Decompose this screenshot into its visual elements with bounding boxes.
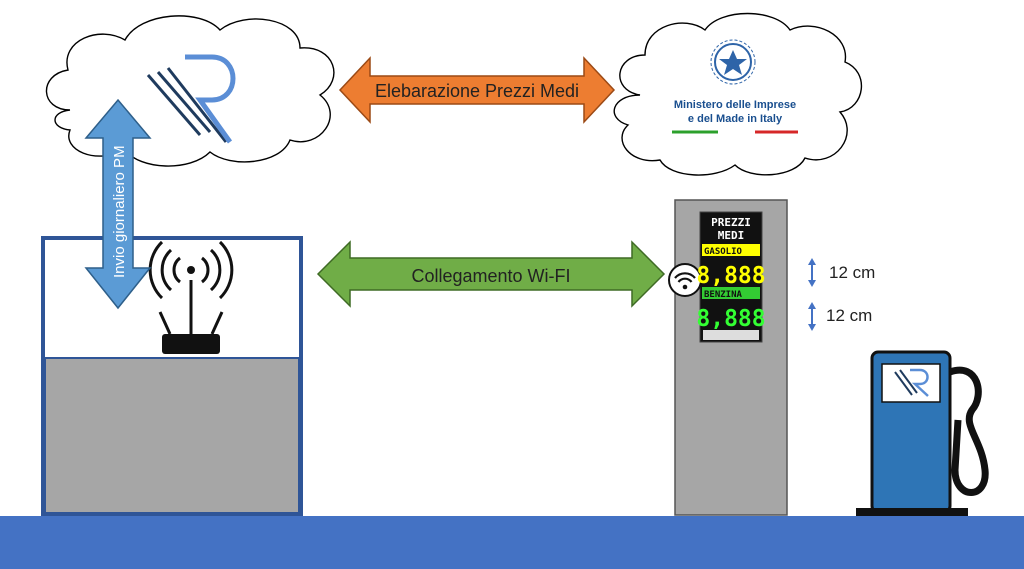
ground-bar [0, 516, 1024, 569]
ministry-emblem-icon [710, 39, 756, 85]
cloud-left-icon [45, 15, 335, 167]
totem-display-panel [699, 211, 763, 343]
fuel2-label: BENZINA [704, 290, 743, 300]
benzina-label-bg [702, 287, 760, 299]
logo-r-icon [146, 54, 236, 144]
top-arrow-label: Elebarazione Prezzi Medi [375, 81, 579, 101]
cloud-right-icon [613, 12, 862, 176]
fuel1-value: 8,888 [696, 263, 765, 289]
gasolio-label-bg [702, 244, 760, 256]
dimension-label-1: 12 cm [829, 263, 876, 282]
fuel1-label: GASOLIO [704, 247, 743, 257]
vertical-arrow-label: Invio giornaliero PM [111, 145, 128, 278]
wifi-icon [668, 263, 702, 297]
dimension-arrow-2-icon [808, 302, 816, 331]
double-arrow-icon [338, 56, 616, 124]
fuel2-value: 8,888 [696, 306, 765, 332]
building-counter [44, 357, 300, 514]
router-icon [148, 240, 234, 354]
dimension-label-2: 12 cm [826, 306, 873, 325]
display-title-line1: PREZZI [711, 216, 751, 229]
totem-display-base [703, 330, 759, 340]
fuel-pump-icon [856, 350, 989, 516]
vertical-double-arrow-icon [84, 98, 152, 310]
ministry-name-line2: e del Made in Italy [687, 113, 783, 125]
ministry-name-line1: Ministero delle Imprese [673, 99, 797, 111]
middle-double-arrow-icon [316, 240, 666, 308]
middle-arrow-label: Collegamento Wi-FI [411, 266, 570, 286]
dimension-arrow-1-icon [808, 258, 816, 287]
display-title-line2: MEDI [718, 229, 745, 242]
